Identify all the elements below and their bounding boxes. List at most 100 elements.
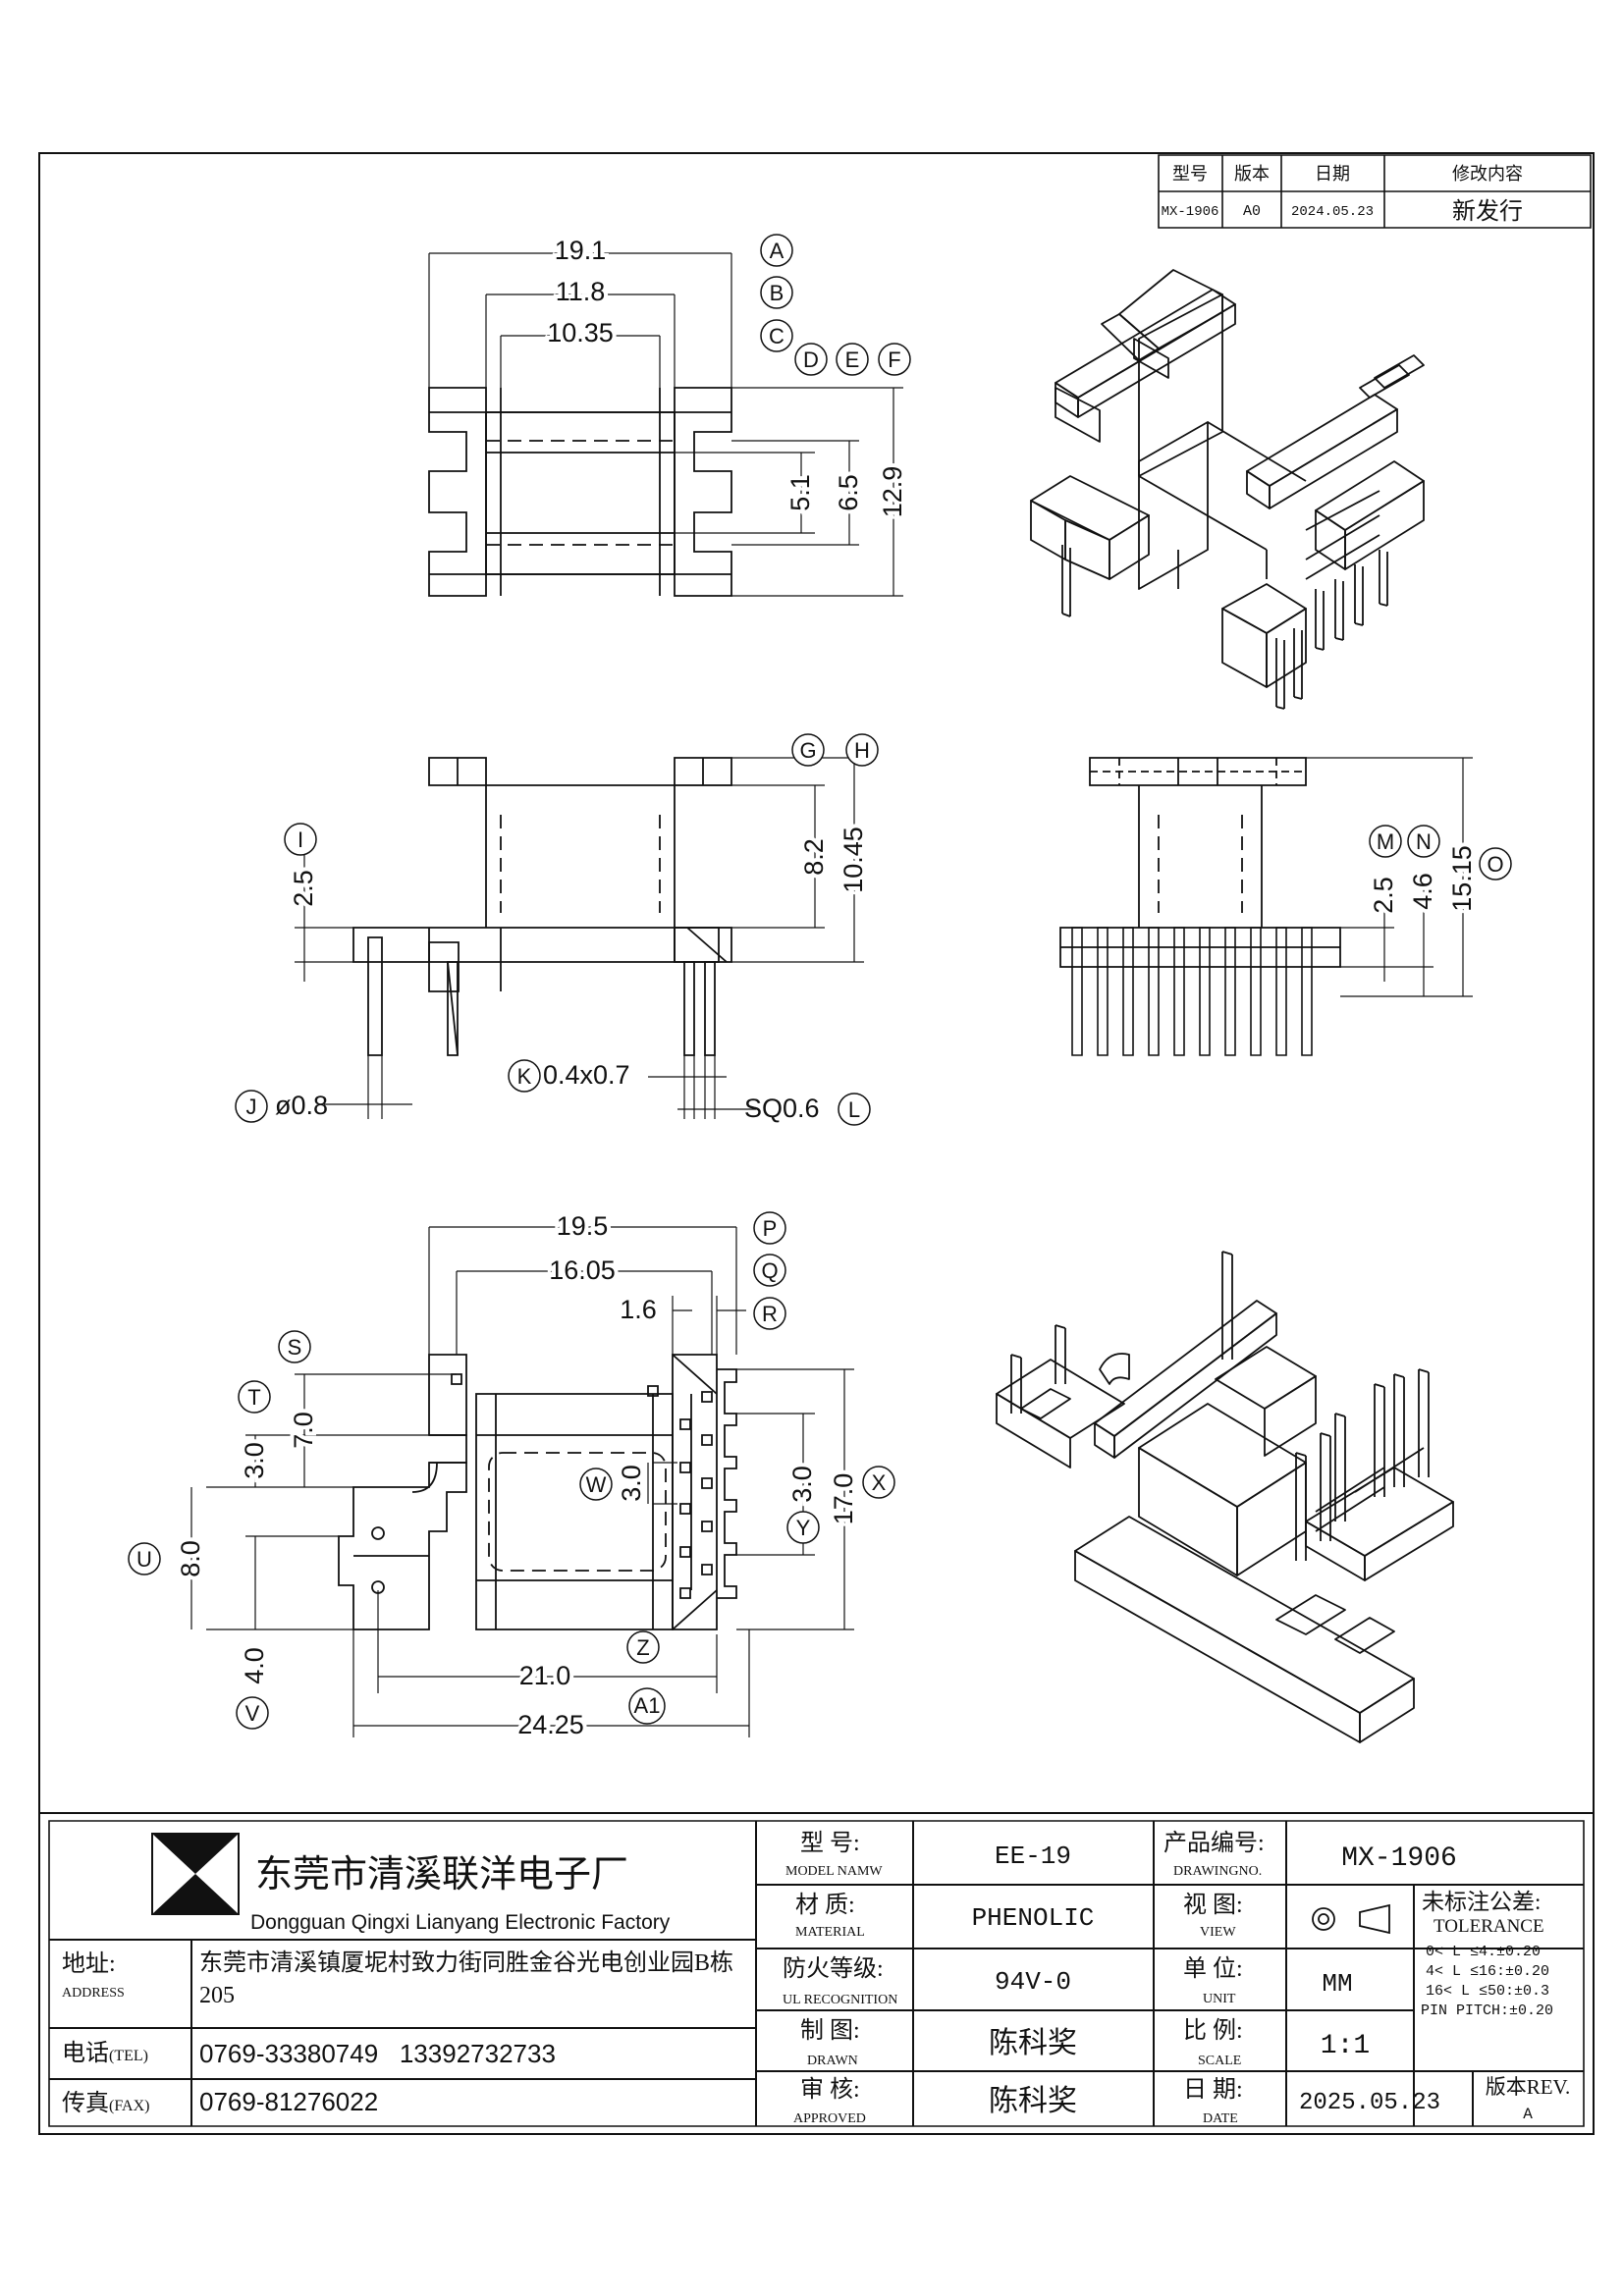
approved-label-en: APPROVED: [793, 2111, 866, 2126]
svg-text:H: H: [854, 738, 870, 763]
svg-text:G: G: [799, 738, 816, 763]
date-value: 2025.05.23: [1299, 2090, 1440, 2116]
svg-text:X: X: [872, 1470, 887, 1495]
dim-bottom-3-0-left: 3.0: [240, 1442, 269, 1479]
dim-pin-dia: ø0.8: [275, 1091, 328, 1120]
dim-1-6: 1.6: [620, 1295, 657, 1324]
tolerance-line-2: 4< L ≤16:±0.20: [1426, 1963, 1549, 1980]
dim-21-0: 21.0: [519, 1661, 571, 1690]
svg-text:K: K: [517, 1064, 532, 1089]
marker-F: F: [879, 344, 910, 375]
company-name-en: Dongguan Qingxi Lianyang Electronic Fact…: [250, 1911, 671, 1934]
dim-24-25: 24.25: [517, 1710, 584, 1739]
tel-label: 电话(TEL): [62, 2040, 148, 2066]
marker-Y: Y: [787, 1512, 819, 1543]
marker-D: D: [795, 344, 827, 375]
tolerance-title-en: TOLERANCE: [1434, 1916, 1544, 1937]
marker-X: X: [863, 1467, 894, 1498]
marker-I: I: [285, 824, 316, 855]
svg-text:A1: A1: [634, 1693, 661, 1718]
address-label-en: ADDRESS: [62, 1986, 125, 2001]
model-value: EE-19: [995, 1842, 1071, 1871]
drawn-value: 陈科奖: [989, 2027, 1077, 2059]
marker-J: J: [236, 1091, 267, 1122]
company-name-cn: 东莞市清溪联洋电子厂: [255, 1854, 628, 1896]
rev-header-version: 版本: [1234, 164, 1270, 184]
side-pin: [1251, 928, 1261, 1055]
svg-text:F: F: [888, 347, 900, 372]
isometric-view-top: [1031, 270, 1424, 709]
isometric-view-bottom: [997, 1252, 1453, 1742]
material-label-en: MATERIAL: [795, 1925, 865, 1940]
rev-changes-value: 新发行: [1452, 198, 1523, 225]
approved-label: 审 核:: [800, 2076, 860, 2103]
marker-P: P: [754, 1212, 785, 1244]
rev-label: 版本REV.: [1486, 2075, 1571, 2099]
rev-header-date: 日期: [1315, 164, 1350, 184]
dim-4-6: 4.6: [1408, 873, 1437, 910]
front-view: [353, 758, 731, 1055]
svg-text:J: J: [246, 1095, 257, 1119]
drawn-label-en: DRAWN: [807, 2054, 858, 2068]
marker-M: M: [1370, 826, 1401, 857]
svg-text:S: S: [288, 1335, 302, 1360]
svg-text:Y: Y: [796, 1516, 811, 1540]
material-value: PHENOLIC: [972, 1903, 1095, 1933]
dim-12-9: 12.9: [878, 466, 907, 518]
side-pin: [1200, 928, 1210, 1055]
material-label: 材 质:: [795, 1892, 855, 1918]
address-value-line2: 205: [199, 1983, 235, 2008]
marker-T: T: [239, 1381, 270, 1413]
ul-label: 防火等级:: [783, 1955, 884, 1982]
marker-C: C: [761, 320, 792, 351]
dim-side-2-5: 2.5: [1369, 877, 1398, 914]
top-view: [429, 388, 731, 596]
marker-W: W: [580, 1468, 612, 1500]
marker-R: R: [754, 1298, 785, 1329]
svg-text:N: N: [1416, 829, 1432, 854]
revision-table: [1159, 155, 1591, 228]
dim-5-1: 5.1: [785, 474, 815, 511]
rev-value: A: [1523, 2106, 1533, 2123]
marker-A: A: [761, 235, 792, 266]
tolerance-line-1: 0< L ≤4:±0.20: [1426, 1944, 1541, 1960]
drawing-no-value: MX-1906: [1341, 1843, 1457, 1874]
dim-6-5: 6.5: [834, 474, 863, 511]
side-pin: [1072, 928, 1082, 1055]
unit-label-en: UNIT: [1203, 1992, 1236, 2006]
scale-label-en: SCALE: [1198, 2054, 1241, 2068]
address-label: 地址:: [62, 1950, 116, 1977]
marker-Z: Z: [627, 1631, 659, 1663]
marker-U: U: [129, 1543, 160, 1575]
side-pin: [1098, 928, 1108, 1055]
rev-model-value: MX-1906: [1162, 204, 1219, 220]
bottom-view: [339, 1355, 736, 1629]
marker-A1: A1: [629, 1688, 665, 1724]
svg-text:P: P: [763, 1216, 778, 1241]
bottom-view-dimension-lines: [191, 1227, 854, 1737]
dim-16-05: 16.05: [549, 1255, 616, 1285]
dim-4-0: 4.0: [240, 1647, 269, 1684]
svg-text:V: V: [245, 1701, 260, 1726]
fax-value: 0769-81276022: [199, 2087, 378, 2116]
rev-date-value: 2024.05.23: [1291, 204, 1374, 220]
svg-text:O: O: [1487, 852, 1503, 877]
dim-19-1: 19.1: [555, 236, 607, 265]
dim-17-0: 17.0: [829, 1473, 858, 1525]
side-pin: [1302, 928, 1312, 1055]
svg-text:E: E: [845, 347, 860, 372]
marker-Q: Q: [754, 1255, 785, 1286]
tel-value: 0769-33380749 13392732733: [199, 2039, 556, 2068]
side-view-dimension-lines: [1306, 758, 1473, 996]
svg-text:Z: Z: [636, 1635, 649, 1660]
svg-text:D: D: [803, 347, 819, 372]
dim-bottom-3-0-mid: 3.0: [617, 1465, 646, 1502]
ul-value: 94V-0: [995, 1967, 1071, 1997]
tolerance-line-4: PIN PITCH:±0.20: [1421, 2002, 1553, 2019]
dim-front-2-5: 2.5: [289, 870, 318, 907]
rev-header-model: 型号: [1172, 164, 1208, 184]
top-view-dimension-lines: [429, 253, 903, 596]
side-pin: [1225, 928, 1235, 1055]
side-view-pins: [1072, 928, 1312, 1055]
